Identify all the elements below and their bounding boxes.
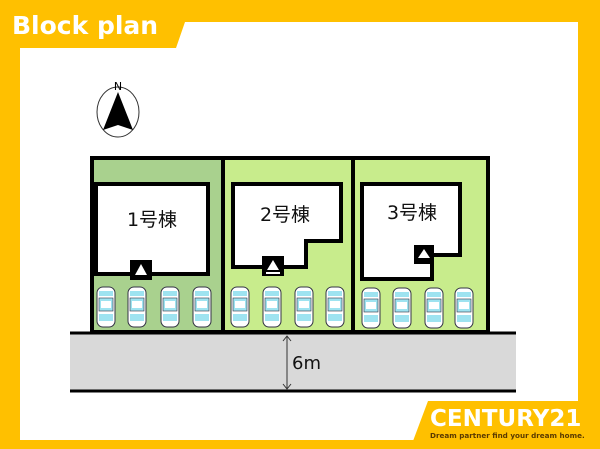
brand-logo: CENTURY21 (430, 406, 581, 432)
parking-car-icon (361, 287, 381, 329)
parking-car-icon (424, 287, 444, 329)
parking-car-icon (325, 286, 345, 328)
north-compass-icon: N (96, 80, 140, 138)
brand-tagline: Dream partner find your dream home. (430, 431, 585, 440)
lot-1-label: 1号棟 (127, 209, 177, 231)
brand-banner (410, 401, 600, 449)
road-width-arrow (282, 335, 292, 390)
entrance-icon (130, 260, 152, 280)
parking-car-icon (454, 287, 474, 329)
lot-3-label: 3号棟 (387, 202, 437, 224)
house-2 (231, 182, 343, 269)
parking-car-icon (294, 286, 314, 328)
parking-car-icon (127, 286, 147, 328)
parking-car-icon (230, 286, 250, 328)
house-1 (94, 182, 210, 276)
parking-car-icon (96, 286, 116, 328)
lot-2-label: 2号棟 (260, 204, 310, 226)
road (70, 334, 516, 390)
parking-car-icon (160, 286, 180, 328)
road-width-label: 6m (292, 353, 321, 374)
parking-car-icon (262, 286, 282, 328)
entrance-icon (414, 245, 434, 264)
entrance-icon (262, 256, 284, 276)
parking-car-icon (392, 287, 412, 329)
parking-car-icon (192, 286, 212, 328)
page-title: Block plan (12, 11, 158, 40)
compass-label: N (114, 80, 122, 93)
